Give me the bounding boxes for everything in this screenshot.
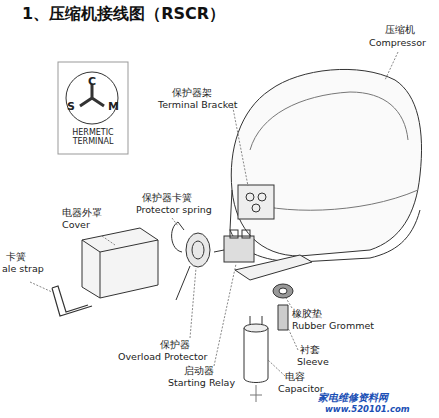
part-label: Protector spring xyxy=(136,205,212,216)
cover xyxy=(82,228,158,298)
inset-frame xyxy=(58,62,128,154)
part-label: 保护器 xyxy=(160,340,190,351)
part-label: ale strap xyxy=(2,264,44,275)
dome-seam xyxy=(250,92,408,150)
terminal-bracket xyxy=(238,185,274,219)
part-label: Overload Protector xyxy=(118,352,207,363)
protector-spring xyxy=(172,222,184,252)
part-label: 电器外罩 xyxy=(62,208,102,219)
part-label: 压缩机 xyxy=(385,25,415,36)
starting-relay xyxy=(224,236,254,262)
part-label: Sleeve xyxy=(297,357,329,368)
part-label: 卡簧 xyxy=(6,252,26,263)
terminal-label: HERMETIC TERMINAL xyxy=(62,128,124,146)
watermark: www.520101.com xyxy=(325,405,410,415)
rubber-grommet xyxy=(273,284,293,298)
part-label: Capacitor xyxy=(278,384,324,395)
part-label: 保护器卡簧 xyxy=(142,193,192,204)
part-label: Terminal Bracket xyxy=(158,100,237,111)
part-label: 衬套 xyxy=(300,345,320,356)
part-label: 保护器架 xyxy=(172,88,212,99)
watermark: 家电维修资料网 xyxy=(318,392,388,404)
terminal-label: M xyxy=(108,101,119,114)
part-label: Rubber Grommet xyxy=(292,321,374,332)
protector-wire xyxy=(176,266,190,300)
sleeve xyxy=(278,305,288,330)
capacitor xyxy=(244,328,268,383)
terminal-circle xyxy=(66,72,118,124)
part-label: 电容 xyxy=(285,372,305,383)
part-label: 启动器 xyxy=(184,366,214,377)
terminal-label: S xyxy=(67,101,75,114)
part-label: 橡胶垫 xyxy=(292,309,322,320)
part-label: Cover xyxy=(62,220,90,231)
terminal-label: C xyxy=(88,76,96,89)
compressor-body xyxy=(231,69,421,256)
overload-protector xyxy=(186,233,210,267)
part-label: Compressor xyxy=(369,38,426,49)
strap xyxy=(52,286,92,316)
leader-lines xyxy=(30,52,398,376)
title: 1、压缩机接线图（RSCR） xyxy=(22,4,225,25)
part-label: Starting Relay xyxy=(168,378,235,389)
